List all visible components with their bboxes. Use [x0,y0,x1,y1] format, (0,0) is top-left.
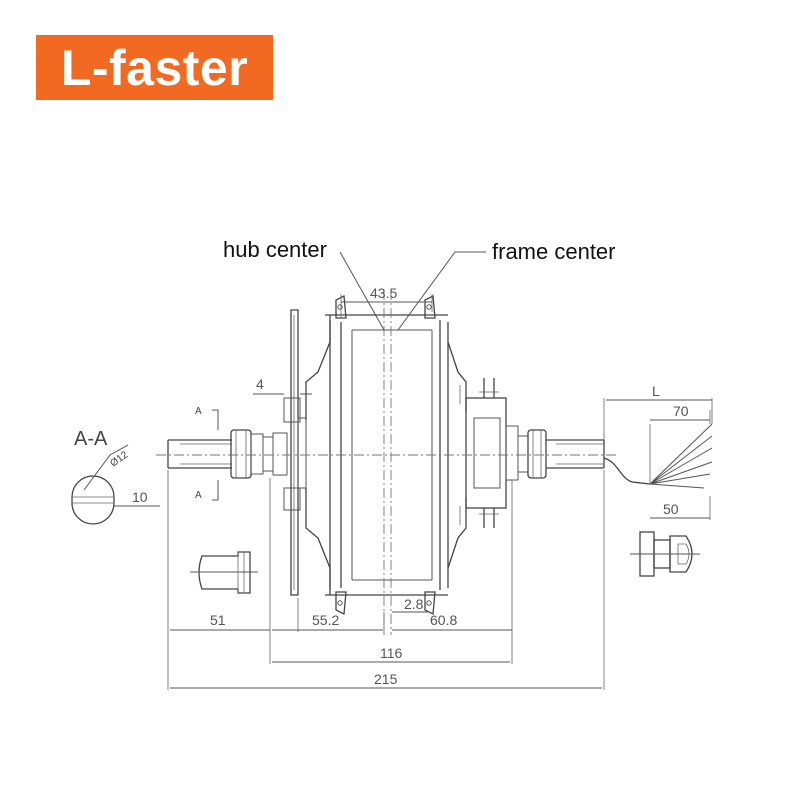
dim-overall-axle: 215 [374,671,398,687]
section-view-label: A-A [74,428,108,450]
hub-center-leader [339,251,385,331]
axle-section-view: Ø12 10 [71,444,160,525]
dim-cable-50: 50 [663,501,679,517]
brake-disc [283,309,307,596]
hub-shell [305,294,467,616]
axle [167,439,605,469]
dim-hub-left: 55.2 [312,612,339,628]
brand-logo: L-faster [36,35,273,100]
dim-cable-70: 70 [673,403,689,419]
axle-nut-icon [190,551,258,594]
section-cut-marker: A A [195,406,219,501]
dim-center-offset: 43.5 [370,285,397,301]
dim-cable-length: L [652,383,660,399]
hub-center-label: hub center [223,237,327,262]
section-cut-mark-top: A [195,406,202,417]
right-locknut [517,429,547,479]
frame-center-leader [397,251,486,331]
dim-center-gap: 2.8 [404,596,424,612]
frame-center-label: frame center [492,239,616,264]
dim-hub-right: 60.8 [430,612,457,628]
dim-dropout-width: 116 [380,645,403,661]
dim-flat-width: 10 [132,489,148,505]
section-cut-mark-bottom: A [195,490,202,501]
brand-logo-text: L-faster [60,39,249,96]
left-locknut [230,429,288,479]
freewheel [465,378,519,528]
dim-axle-left: 51 [210,612,226,628]
motor-cable [603,423,713,489]
dim-disc-mount: 4 [256,376,264,392]
connector-plug-icon [630,531,700,577]
dim-axle-diameter: Ø12 [108,449,130,469]
